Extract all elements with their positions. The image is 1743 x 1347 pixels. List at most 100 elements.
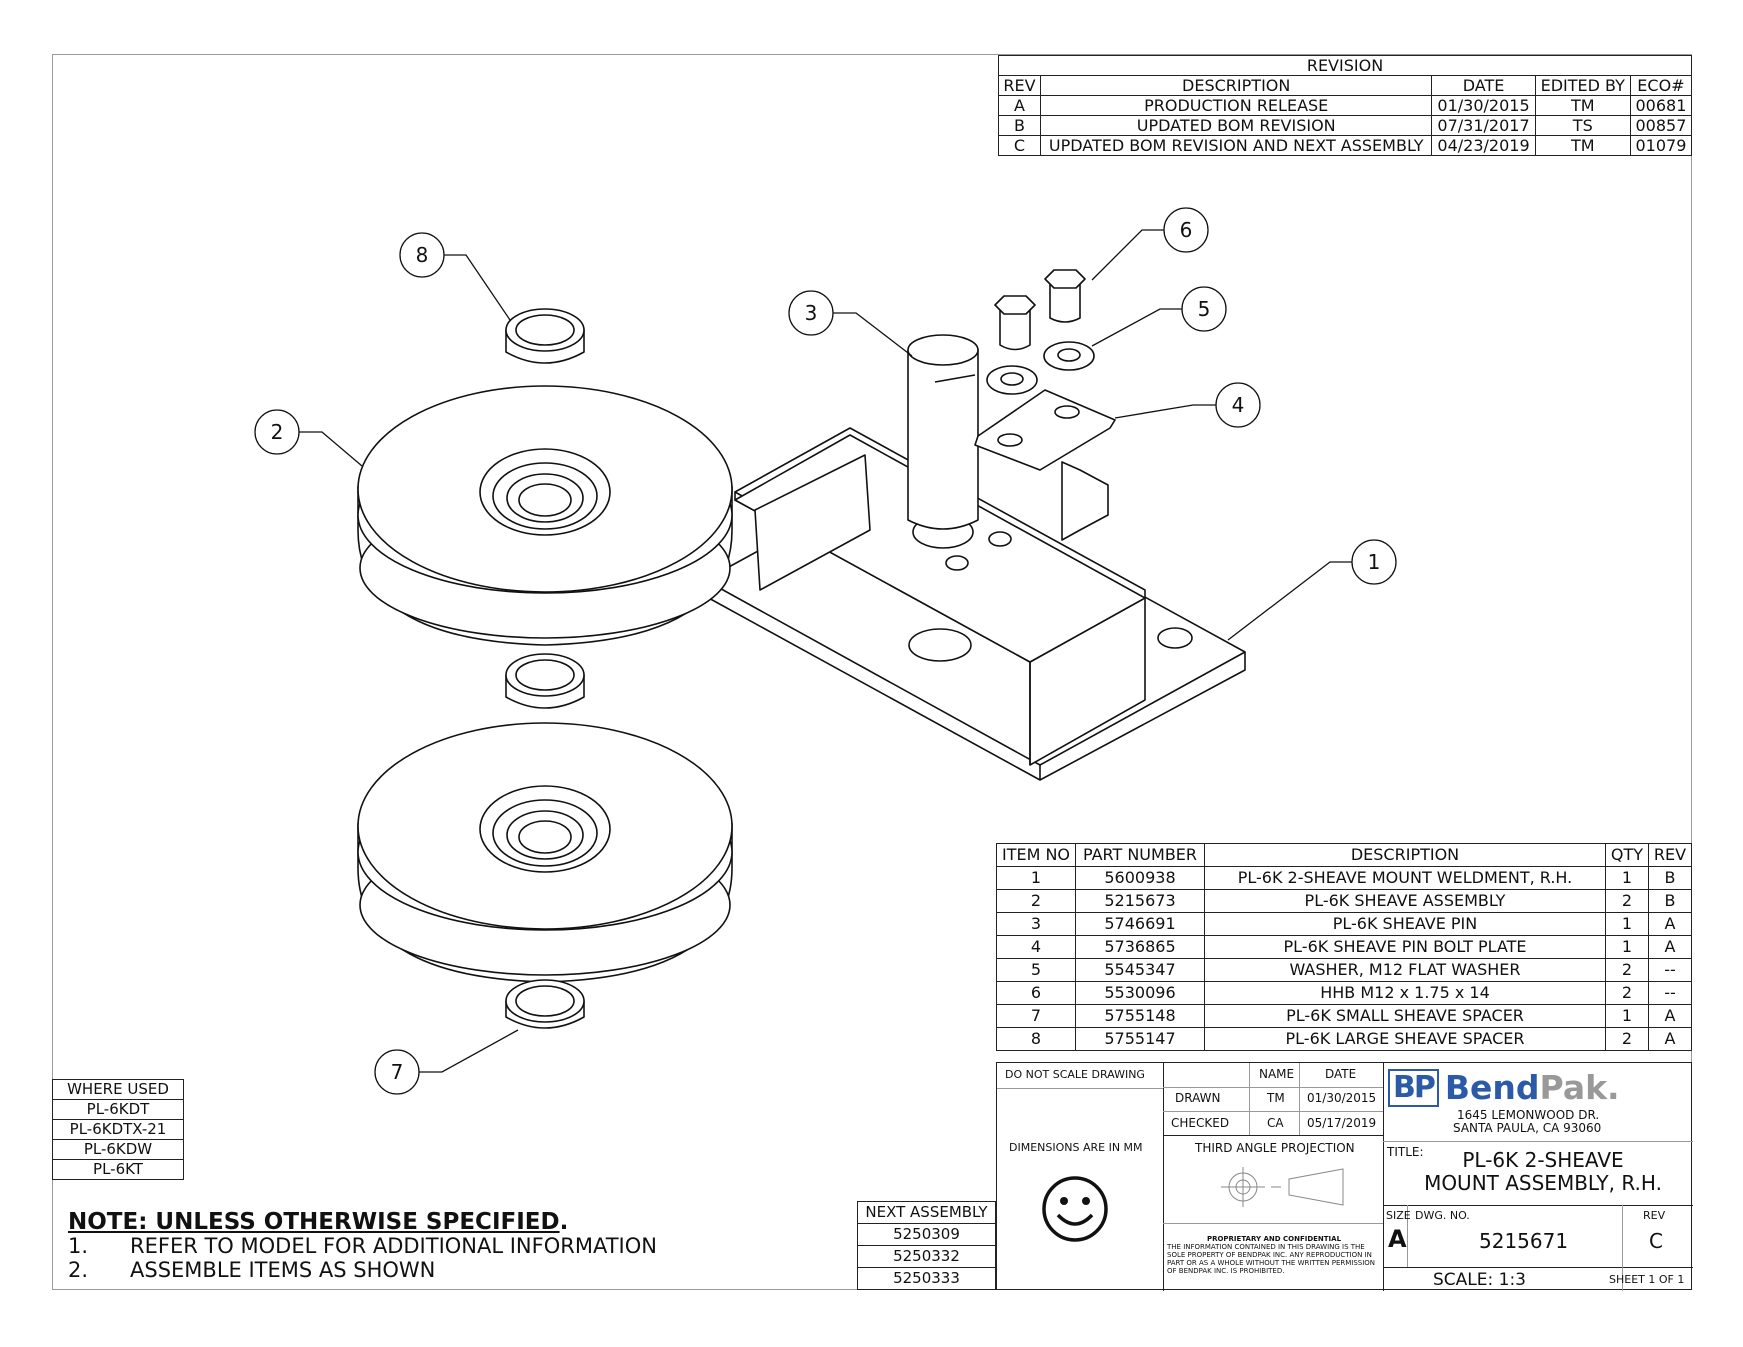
notes-title-suffix: .: [559, 1209, 569, 1235]
drawn-date: 01/30/2015: [1307, 1091, 1377, 1105]
revision-cell: 01/30/2015: [1431, 95, 1536, 116]
bom-header: PART NUMBER: [1075, 843, 1205, 867]
bom-cell: B: [1648, 889, 1692, 913]
proprietary-title: PROPRIETARY AND CONFIDENTIAL: [1206, 1235, 1342, 1243]
balloon-1: [1351, 539, 1397, 585]
bom-cell: 1: [1605, 1004, 1649, 1028]
revision-title: REVISION: [998, 55, 1692, 76]
checked-label: CHECKED: [1171, 1116, 1230, 1130]
balloon-8: [399, 232, 445, 278]
bom-cell: 1: [1605, 912, 1649, 936]
next-assembly-title: NEXT ASSEMBLY: [857, 1201, 996, 1224]
bom-cell: PL-6K SMALL SHEAVE SPACER: [1204, 1004, 1606, 1028]
bom-cell: PL-6K SHEAVE ASSEMBLY: [1204, 889, 1606, 913]
bom-cell: A: [1648, 912, 1692, 936]
bom-cell: 5755148: [1075, 1004, 1205, 1028]
where-used-row: PL-6KDTX-21: [52, 1119, 184, 1140]
bom-cell: 2: [1605, 958, 1649, 982]
balloon-2: [254, 409, 300, 455]
sheet-label: SHEET 1 OF 1: [1609, 1273, 1685, 1286]
bom-cell: WASHER, M12 FLAT WASHER: [1204, 958, 1606, 982]
do-not-scale-note: DO NOT SCALE DRAWING: [1005, 1068, 1145, 1081]
note-text: ASSEMBLE ITEMS AS SHOWN: [130, 1258, 436, 1282]
balloon-7: [374, 1049, 420, 1095]
bom-cell: 6: [996, 981, 1076, 1005]
bom-header: REV: [1648, 843, 1692, 867]
projection-label: THIRD ANGLE PROJECTION: [1195, 1141, 1355, 1155]
revision-header: EDITED BY: [1534, 75, 1631, 96]
note-number: 2.: [68, 1258, 89, 1282]
bom-cell: PL-6K SHEAVE PIN: [1204, 912, 1606, 936]
balloon-label: 2: [271, 420, 284, 444]
bom-cell: 4: [996, 935, 1076, 959]
bolt-plate: [974, 389, 1116, 471]
revision-cell: TM: [1534, 95, 1631, 116]
revision-header: ECO#: [1629, 75, 1693, 96]
where-used-cell: PL-6KT: [52, 1159, 184, 1180]
where-used-cell: PL-6KDW: [52, 1139, 184, 1160]
revision-cell: C: [998, 135, 1041, 156]
balloon-3: [788, 290, 834, 336]
drawing-title-line-1: PL-6K 2-SHEAVE: [1462, 1148, 1624, 1172]
bom-cell: B: [1648, 866, 1692, 890]
revision-cell: 00857: [1629, 115, 1693, 136]
name-label: NAME: [1259, 1067, 1295, 1081]
smiley-icon: [1042, 1176, 1108, 1242]
where-used-row: PL-6KT: [52, 1159, 184, 1180]
bom-cell: 2: [996, 889, 1076, 913]
bom-cell: --: [1648, 958, 1692, 982]
bom-cell: --: [1648, 981, 1692, 1005]
title-block: DO NOT SCALE DRAWING DIMENSIONS ARE IN M…: [996, 1062, 1693, 1291]
where-used-row: PL-6KDT: [52, 1099, 184, 1120]
balloon-label: 5: [1198, 297, 1211, 321]
note-text: REFER TO MODEL FOR ADDITIONAL INFORMATIO…: [130, 1234, 657, 1258]
bom-cell: PL-6K SHEAVE PIN BOLT PLATE: [1204, 935, 1606, 959]
balloon-label: 8: [416, 243, 429, 267]
revision-cell: TM: [1534, 135, 1631, 156]
bom-cell: 1: [1605, 935, 1649, 959]
bill-of-materials-table: ITEM NO PART NUMBER DESCRIPTION QTY REV …: [996, 843, 1692, 1051]
scale-label: SCALE: 1:3: [1433, 1270, 1526, 1290]
third-angle-projection-icon: [1221, 1167, 1344, 1207]
drawing-title-line-2: MOUNT ASSEMBLY, R.H.: [1424, 1171, 1662, 1195]
revision-header: DESCRIPTION: [1039, 75, 1433, 96]
size-value: A: [1388, 1225, 1407, 1253]
balloon-label: 7: [391, 1060, 404, 1084]
revision-cell: B: [998, 115, 1041, 136]
next-assembly-cell: 5250332: [857, 1245, 996, 1268]
next-assembly-row: 5250332: [857, 1245, 996, 1268]
checked-date: 05/17/2019: [1307, 1116, 1377, 1130]
bom-cell: PL-6K LARGE SHEAVE SPACER: [1204, 1027, 1606, 1051]
balloon-label: 3: [805, 301, 818, 325]
balloon-label: 1: [1368, 550, 1381, 574]
bom-cell: 2: [1605, 981, 1649, 1005]
revision-cell: TS: [1534, 115, 1631, 136]
bom-cell: 5736865: [1075, 935, 1205, 959]
revision-cell: 04/23/2019: [1431, 135, 1536, 156]
drawing-number-label: DWG. NO.: [1415, 1209, 1470, 1222]
title-label: TITLE:: [1387, 1145, 1424, 1159]
bom-cell: 8: [996, 1027, 1076, 1051]
bom-cell: 5746691: [1075, 912, 1205, 936]
dimensions-note: DIMENSIONS ARE IN MM: [1009, 1141, 1143, 1154]
rev-value: C: [1649, 1229, 1663, 1253]
drawn-name: TM: [1267, 1091, 1285, 1105]
drawn-label: DRAWN: [1175, 1091, 1221, 1105]
bom-cell: 2: [1605, 1027, 1649, 1051]
checked-name: CA: [1267, 1116, 1284, 1130]
balloon-5: [1181, 286, 1227, 332]
balloon-6: [1163, 207, 1209, 253]
proprietary-text: THE INFORMATION CONTAINED IN THIS DRAWIN…: [1167, 1243, 1376, 1275]
company-address-2: SANTA PAULA, CA 93060: [1453, 1121, 1602, 1135]
logo-text-bend: Bend: [1444, 1068, 1540, 1107]
next-assembly-row: 5250333: [857, 1267, 996, 1290]
rev-label: REV: [1643, 1209, 1666, 1222]
bom-cell: PL-6K 2-SHEAVE MOUNT WELDMENT, R.H.: [1204, 866, 1606, 890]
